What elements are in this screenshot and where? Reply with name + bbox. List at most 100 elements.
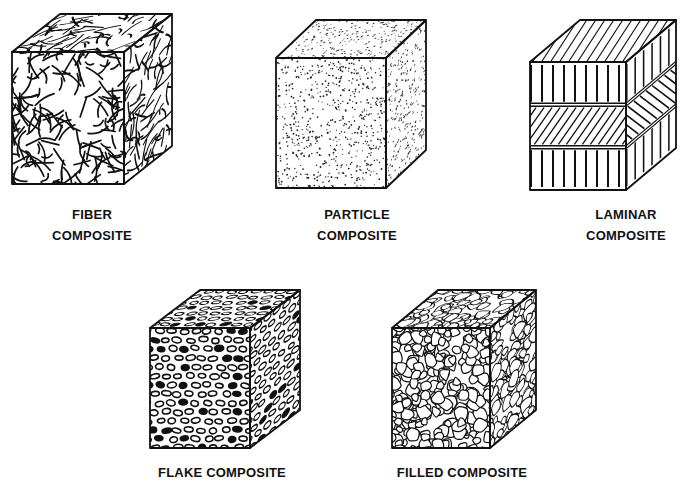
particle-dot <box>407 113 408 116</box>
particle-dot <box>357 177 359 179</box>
particle-dot <box>338 172 339 173</box>
particle-dot <box>352 177 353 178</box>
particle-dot <box>347 138 349 140</box>
flake <box>199 408 207 414</box>
particle-dot <box>407 144 408 146</box>
face-texture <box>150 328 250 448</box>
particle-dot <box>359 166 360 167</box>
particle-dot <box>330 68 331 69</box>
particle-dot <box>410 25 412 27</box>
particle-dot <box>367 168 368 169</box>
fiber-stroke <box>51 28 75 31</box>
particle-dot <box>327 124 329 126</box>
fiber-stroke <box>99 36 121 46</box>
particle-dot <box>301 142 302 143</box>
particle-dot <box>368 88 370 90</box>
particle-dot <box>345 109 347 111</box>
particle-dot <box>311 153 312 154</box>
fiber-stroke <box>99 60 108 74</box>
particle-dot <box>370 67 372 69</box>
flake <box>161 390 171 396</box>
particle-dot <box>339 133 340 134</box>
particle-dot <box>288 136 290 138</box>
particle-dot <box>277 62 279 64</box>
particle-dot <box>292 180 293 181</box>
flake-composite-cube <box>136 285 306 457</box>
particle-dot <box>414 78 416 80</box>
particle-dot <box>293 113 294 114</box>
particle-dot <box>357 150 358 151</box>
particle-dot <box>329 53 332 54</box>
particle-dot <box>367 156 369 158</box>
particle-dot <box>323 42 326 43</box>
particle-dot <box>343 172 345 174</box>
fiber-stroke <box>108 89 124 91</box>
particle-dot <box>379 139 381 141</box>
particle-dot <box>312 55 315 56</box>
particle-dot <box>278 95 280 97</box>
particle-dot <box>411 145 413 147</box>
particle-dot <box>424 30 425 32</box>
flake <box>223 336 231 343</box>
fiber-stroke <box>17 28 38 37</box>
ply-fiber-line <box>606 108 626 145</box>
particle-dot <box>391 65 392 68</box>
face-texture <box>12 52 124 184</box>
flake <box>283 388 289 398</box>
particle-dot <box>397 89 399 91</box>
particle-dot <box>404 62 405 65</box>
particle-dot <box>380 125 382 127</box>
particle-dot <box>279 142 281 144</box>
particle-dot <box>352 116 353 117</box>
particle-dot <box>332 34 334 36</box>
particle-dot <box>361 65 362 66</box>
particle-dot <box>322 24 324 26</box>
particle-dot <box>365 49 368 50</box>
particle-dot <box>343 125 344 126</box>
particle-dot <box>423 105 424 108</box>
particle-dot <box>368 144 369 145</box>
particle-dot <box>361 115 362 116</box>
particle-dot <box>360 114 362 116</box>
particle-dot <box>294 168 295 169</box>
particle-dot <box>334 121 336 123</box>
cube-edge <box>124 14 172 184</box>
face-texture <box>530 65 626 187</box>
particle-dot <box>393 140 394 143</box>
flake <box>209 427 217 434</box>
particle-dot <box>364 160 366 162</box>
particle-dot <box>332 82 333 83</box>
particle-dot <box>328 83 330 85</box>
fiber-stroke <box>127 14 140 21</box>
particle-dot <box>349 56 352 57</box>
particle-dot <box>336 164 338 166</box>
particle-dot <box>374 119 375 120</box>
particle-dot <box>386 26 389 27</box>
particle-dot <box>420 134 422 136</box>
particle-dot <box>399 88 400 90</box>
particle-dot <box>409 146 410 148</box>
fiber-stroke <box>131 17 143 23</box>
particle-dot <box>391 30 394 31</box>
flake <box>215 419 223 425</box>
particle-dot <box>350 138 351 139</box>
particle-dot <box>295 121 296 122</box>
particle-dot <box>402 90 403 93</box>
particle-dot <box>365 141 367 143</box>
particle-dot <box>340 103 341 104</box>
flake <box>175 355 183 360</box>
flake <box>278 329 285 340</box>
particle-dot <box>291 83 293 85</box>
particle-dot <box>420 56 422 58</box>
flake <box>209 409 218 415</box>
particle-dot <box>348 168 350 170</box>
particle-dot <box>306 39 308 41</box>
fiber-stroke <box>115 54 120 66</box>
particle-dot <box>297 100 299 102</box>
particle-dot <box>380 42 383 43</box>
particle-dot <box>332 99 334 101</box>
particle-dot <box>375 120 377 122</box>
flake <box>221 317 232 321</box>
particle-dot <box>311 88 313 90</box>
particle-dot <box>416 21 418 23</box>
